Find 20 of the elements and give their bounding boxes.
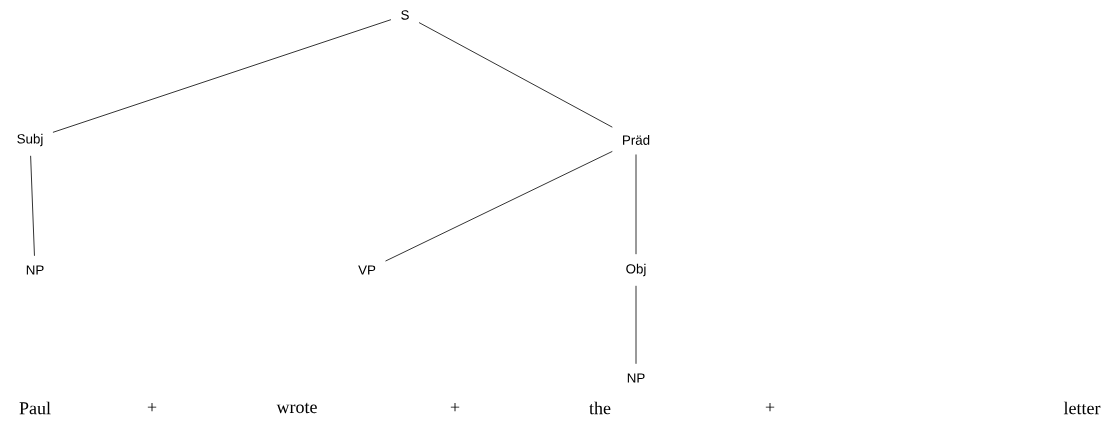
sentence-word: the: [589, 401, 611, 415]
sentence-word: letter: [1063, 401, 1101, 415]
tree-branch: [52, 19, 392, 133]
tree-label: Präd: [623, 135, 650, 145]
tree-branch: [635, 154, 637, 255]
tree-branch: [635, 285, 637, 365]
sentence-word: +: [450, 402, 460, 412]
tree-label: Subj: [17, 133, 43, 147]
tree-label: NP: [627, 373, 645, 383]
tree-branch: [418, 22, 613, 128]
tree-branch: [30, 155, 35, 257]
sentence-word: wrote: [276, 402, 317, 414]
sentence-word: +: [765, 402, 775, 412]
tree-label: Obj: [626, 263, 646, 277]
tree-label: VP: [358, 265, 376, 275]
tree-branch: [385, 151, 613, 262]
tree-label: S: [401, 10, 409, 20]
sentence-word: Paul: [19, 401, 51, 415]
tree-label: NP: [26, 265, 44, 275]
sentence-word: +: [147, 402, 157, 412]
